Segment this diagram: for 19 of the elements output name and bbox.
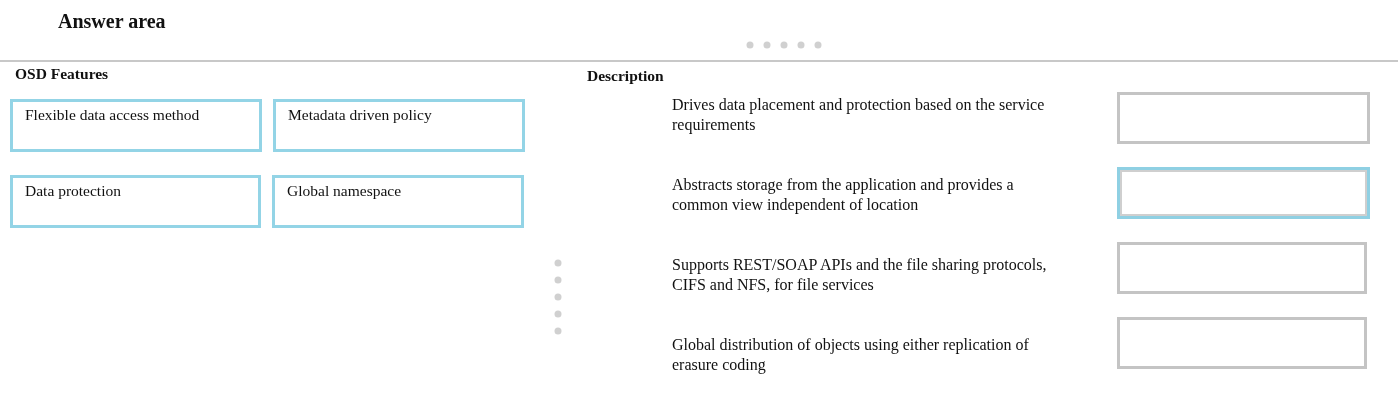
description-text: Drives data placement and protection based on the service requirements <box>672 95 1046 135</box>
section-heading: Description <box>587 66 665 86</box>
option-text: Data protection <box>25 182 121 200</box>
title: Answer area <box>58 10 166 33</box>
option-text: Metadata driven policy <box>288 106 432 124</box>
option-text: Flexible data access method <box>25 106 200 124</box>
answer-drop-box <box>1117 167 1370 219</box>
option-card <box>10 175 261 228</box>
answer-drop-box <box>1117 242 1367 294</box>
option-card <box>10 99 262 152</box>
description-text: Abstracts storage from the application and provides a common view independent of location <box>672 175 1015 215</box>
description-text: Global distribution of objects using either replication of erasure coding <box>672 335 1030 375</box>
answer-drop-box <box>1117 317 1367 369</box>
option-card <box>272 175 524 228</box>
option-text: Global namespace <box>287 182 402 200</box>
description-text: Supports REST/SOAP APIs and the file sharing protocols, CIFS and NFS, for file services <box>672 255 1048 295</box>
option-card <box>273 99 525 152</box>
section-heading: OSD Features <box>15 64 110 84</box>
answer-drop-box <box>1117 92 1370 144</box>
